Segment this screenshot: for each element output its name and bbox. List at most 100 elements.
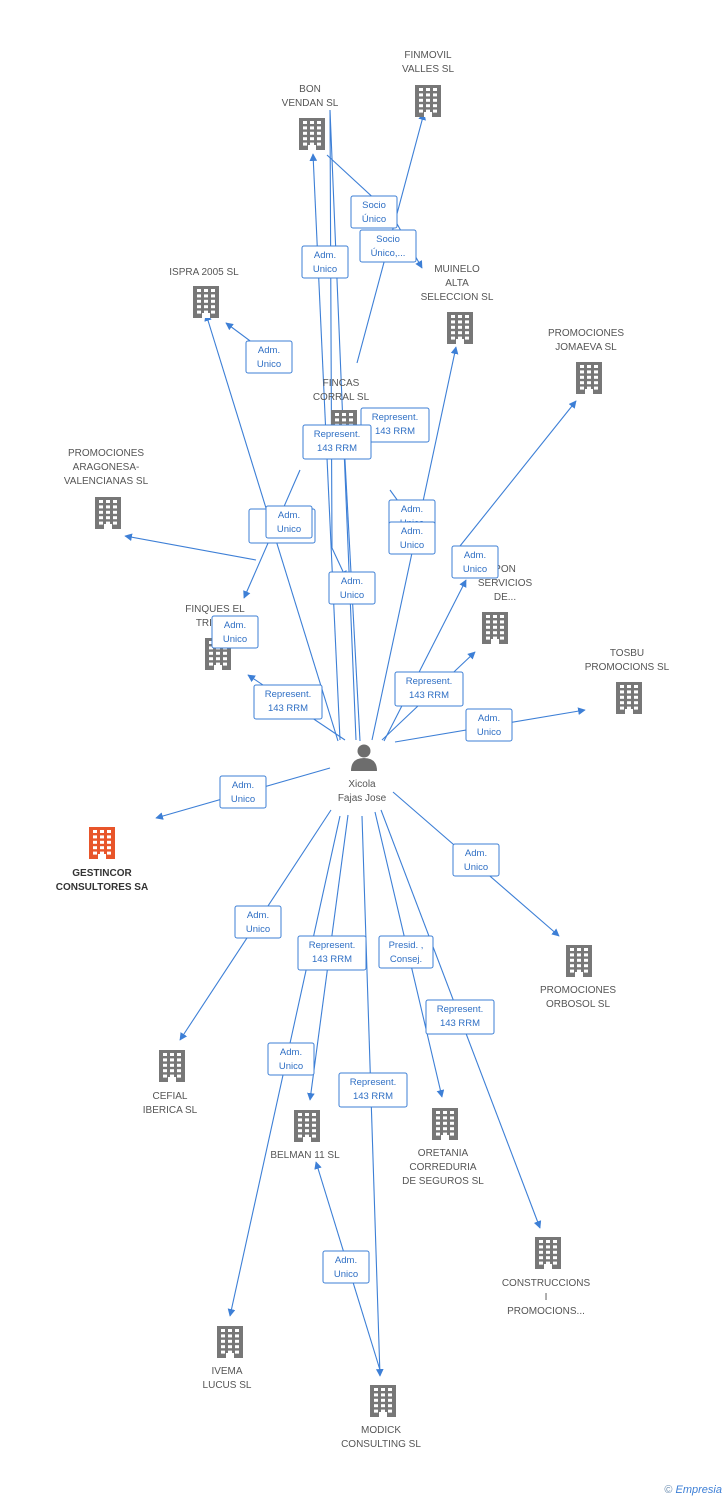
company-label: FINCAS (323, 378, 360, 389)
edge-label-box (234, 905, 282, 939)
edge-label-text: Represent. (437, 1004, 483, 1015)
edge-label-box (452, 843, 500, 877)
edge-label-box (328, 571, 376, 605)
building-icon (535, 1237, 561, 1269)
edge-label-e_gestincor[interactable]: Adm.Unico (219, 775, 267, 809)
edge-label-text: Unico (257, 359, 281, 370)
building-icon (294, 1110, 320, 1142)
edge-label-e_tosbu[interactable]: Adm.Unico (465, 708, 513, 742)
edge-label-text: Adm. (401, 504, 423, 515)
edge-label-e_finques_rep[interactable]: Represent.143 RRM (253, 684, 323, 720)
edge-label-e_servicios_a[interactable]: Adm. Unico (451, 545, 499, 579)
building-icon (95, 497, 121, 529)
edge-label-box (322, 1250, 370, 1284)
company-label: CONSULTORES SA (56, 882, 148, 893)
edge-label-e_fincas[interactable]: Represent.143 RRM (302, 424, 372, 460)
company-label: VALENCIANAS SL (64, 476, 149, 487)
company-node-ispra[interactable]: ISPRA 2005 SL (169, 267, 239, 318)
company-label: DE SEGUROS SL (402, 1176, 484, 1187)
edge-label-text: Unico (463, 564, 487, 575)
company-label: PROMOCIONS SL (585, 662, 670, 673)
edge-label-e_belman_rep[interactable]: Represent.143 RRM (297, 935, 367, 971)
edge-label-text: 143 RRM (353, 1091, 393, 1102)
edge-label-e_modick_adm[interactable]: Adm.Unico (322, 1250, 370, 1284)
person-name: Fajas Jose (338, 793, 387, 804)
edge-label-text: Socio (376, 234, 400, 245)
edge-label-text: Unico (400, 540, 424, 551)
edge-line-e_servicios_a (383, 579, 467, 742)
edge-label-text: Unico (223, 634, 247, 645)
building-icon (217, 1326, 243, 1358)
edge-label-e_finques[interactable]: Adm. Unico (211, 615, 259, 649)
company-label: FINMOVIL (404, 50, 452, 61)
edge-label-e_finmovil[interactable]: SocioÚnico,... (359, 229, 417, 263)
building-icon (616, 682, 642, 714)
edge-label-text: Único,... (371, 248, 406, 259)
edge-label-box (394, 671, 464, 707)
edge-label-text: Unico (334, 1269, 358, 1280)
edge-label-text: Adm. (401, 526, 423, 537)
footer-brand[interactable]: © Empresia (664, 1484, 722, 1496)
company-label: BELMAN 11 SL (270, 1150, 340, 1161)
edge-label-e_construccions[interactable]: Represent.143 RRM (425, 999, 495, 1035)
company-node-belman[interactable]: BELMAN 11 SL (270, 1110, 340, 1161)
edge-label-box (211, 615, 259, 649)
edge-label-box (267, 1042, 315, 1076)
building-icon (576, 362, 602, 394)
edge-label-text: Adm. (464, 550, 486, 561)
brand-logo-text: Empresia (675, 1484, 722, 1496)
company-node-servicios[interactable]: PONSERVICIOSDE... (478, 564, 533, 644)
edge-label-e_aragon[interactable]: Adm.Unico (265, 505, 313, 539)
edge-label-e_jomaeva_b[interactable]: Adm. Unico (388, 521, 436, 555)
edge-label-e_fincas_adm[interactable]: Adm.Unico (328, 571, 376, 605)
company-node-construccions[interactable]: CONSTRUCCIONSIPROMOCIONS... (502, 1237, 591, 1317)
edge-label-text: Adm. (258, 345, 280, 356)
building-icon (432, 1108, 458, 1140)
edge-label-box (378, 935, 434, 969)
edge-label-text: Adm. (224, 620, 246, 631)
edge-label-text: Represent. (372, 412, 418, 423)
edge-label-text: Adm. (314, 250, 336, 261)
edge-label-text: 143 RRM (312, 954, 352, 965)
edge-label-text: Presid. , (389, 940, 424, 951)
edge-label-e_orbosol[interactable]: Adm. Unico (452, 843, 500, 877)
edge-label-text: Unico (477, 727, 501, 738)
company-label: CORREDURIA (409, 1162, 477, 1173)
company-label: PROMOCIONES (68, 448, 144, 459)
edge-label-text: Unico (464, 862, 488, 873)
building-icon (482, 612, 508, 644)
edge-label-text: Adm. (465, 848, 487, 859)
edge-label-text: 143 RRM (375, 426, 415, 437)
edge-label-e_cefial[interactable]: Adm.Unico (234, 905, 282, 939)
edge-label-e_modick_rep[interactable]: Represent.143 RRM (338, 1072, 408, 1108)
copyright-symbol: © (664, 1484, 673, 1496)
edge-label-e_ispra[interactable]: Adm. Unico (245, 340, 293, 374)
company-label: BON (299, 84, 321, 95)
company-label: PON (494, 564, 516, 575)
edge-label-e_oretania[interactable]: Presid. ,Consej. (378, 935, 434, 969)
edge-label-e_ivema[interactable]: Adm.Unico (267, 1042, 315, 1076)
edge-label-text: Unico (279, 1061, 303, 1072)
edge-label-text: Represent. (265, 689, 311, 700)
edge-label-box (451, 545, 499, 579)
edge-label-box (338, 1072, 408, 1108)
edge-line-e_jomaeva_b (459, 400, 577, 547)
edge-label-e_bon[interactable]: Adm.Unico (301, 245, 349, 279)
edge-label-box (388, 521, 436, 555)
edge-label-e_servicios_rep[interactable]: Represent.143 RRM (394, 671, 464, 707)
